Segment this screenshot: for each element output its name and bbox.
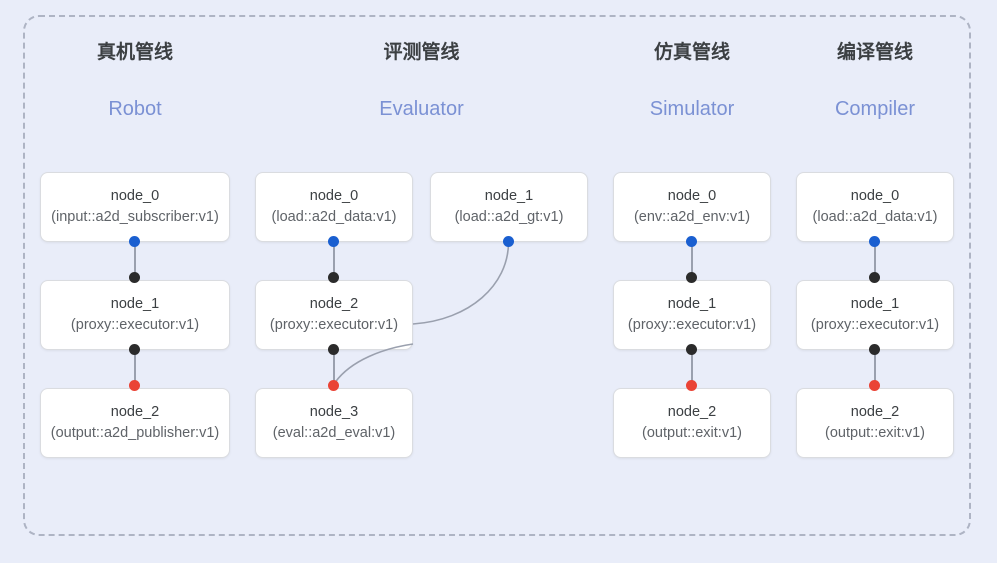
node-spec-label: (output::a2d_publisher:v1) bbox=[50, 425, 220, 441]
node-box[interactable]: node_2(proxy::executor:v1) bbox=[255, 280, 413, 350]
node-spec-label: (output::exit:v1) bbox=[825, 425, 925, 441]
port-dot-blue[interactable] bbox=[503, 236, 514, 247]
node-name-label: node_1 bbox=[484, 188, 534, 204]
port-dot-black[interactable] bbox=[686, 344, 697, 355]
port-dot-blue[interactable] bbox=[328, 236, 339, 247]
column-title-cn: 真机管线 bbox=[96, 42, 173, 63]
node-name-label: node_2 bbox=[309, 296, 359, 312]
node-spec-label: (proxy::executor:v1) bbox=[627, 317, 757, 333]
port-dot-red[interactable] bbox=[328, 380, 339, 391]
column-header-robot: 真机管线 Robot bbox=[40, 40, 230, 122]
node-spec-label: (eval::a2d_eval:v1) bbox=[272, 425, 396, 441]
column-subtitle-en: Evaluator bbox=[379, 98, 464, 120]
node-box[interactable]: node_2(output::exit:v1) bbox=[613, 388, 771, 458]
column-title-cn: 编译管线 bbox=[836, 42, 913, 63]
column-subtitle-en: Simulator bbox=[649, 98, 735, 120]
node-spec-label: (proxy::executor:v1) bbox=[269, 317, 399, 333]
port-dot-black[interactable] bbox=[328, 344, 339, 355]
node-spec-label: (output::exit:v1) bbox=[642, 425, 742, 441]
node-box[interactable]: node_3(eval::a2d_eval:v1) bbox=[255, 388, 413, 458]
column-title-cn: 评测管线 bbox=[383, 42, 460, 63]
port-dot-blue[interactable] bbox=[869, 236, 880, 247]
node-box[interactable]: node_1(proxy::executor:v1) bbox=[40, 280, 230, 350]
column-subtitle-en: Robot bbox=[108, 98, 162, 120]
node-name-label: node_0 bbox=[667, 188, 717, 204]
node-box[interactable]: node_0(load::a2d_data:v1) bbox=[255, 172, 413, 242]
node-name-label: node_1 bbox=[850, 296, 900, 312]
port-dot-red[interactable] bbox=[129, 380, 140, 391]
port-dot-blue[interactable] bbox=[686, 236, 697, 247]
connector-line bbox=[691, 350, 693, 386]
node-spec-label: (proxy::executor:v1) bbox=[810, 317, 940, 333]
node-name-label: node_2 bbox=[850, 404, 900, 420]
port-dot-red[interactable] bbox=[869, 380, 880, 391]
node-spec-label: (load::a2d_data:v1) bbox=[271, 209, 397, 225]
node-box[interactable]: node_0(env::a2d_env:v1) bbox=[613, 172, 771, 242]
node-box[interactable]: node_0(input::a2d_subscriber:v1) bbox=[40, 172, 230, 242]
node-name-label: node_2 bbox=[667, 404, 717, 420]
curve-gt-to-executor bbox=[412, 242, 510, 325]
node-name-label: node_0 bbox=[850, 188, 900, 204]
column-header-simulator: 仿真管线 Simulator bbox=[613, 40, 771, 122]
node-spec-label: (proxy::executor:v1) bbox=[70, 317, 200, 333]
port-dot-black[interactable] bbox=[869, 272, 880, 283]
node-box[interactable]: node_2(output::a2d_publisher:v1) bbox=[40, 388, 230, 458]
port-dot-black[interactable] bbox=[869, 344, 880, 355]
node-box[interactable]: node_2(output::exit:v1) bbox=[796, 388, 954, 458]
node-box[interactable]: node_1(proxy::executor:v1) bbox=[796, 280, 954, 350]
column-header-compiler: 编译管线 Compiler bbox=[796, 40, 954, 122]
column-header-evaluator: 评测管线 Evaluator bbox=[255, 40, 588, 122]
curve-executor-to-eval bbox=[333, 343, 414, 385]
connector-line bbox=[874, 350, 876, 386]
node-name-label: node_3 bbox=[309, 404, 359, 420]
connector-line bbox=[691, 242, 693, 278]
port-dot-black[interactable] bbox=[129, 272, 140, 283]
column-subtitle-en: Compiler bbox=[834, 98, 916, 120]
node-name-label: node_2 bbox=[110, 404, 160, 420]
node-name-label: node_1 bbox=[667, 296, 717, 312]
connector-line bbox=[134, 350, 136, 386]
node-spec-label: (load::a2d_data:v1) bbox=[812, 209, 938, 225]
column-title-cn: 仿真管线 bbox=[653, 42, 730, 63]
node-name-label: node_1 bbox=[110, 296, 160, 312]
node-name-label: node_0 bbox=[110, 188, 160, 204]
node-box[interactable]: node_1(load::a2d_gt:v1) bbox=[430, 172, 588, 242]
node-spec-label: (load::a2d_gt:v1) bbox=[454, 209, 564, 225]
connector-line bbox=[333, 242, 335, 278]
port-dot-black[interactable] bbox=[129, 344, 140, 355]
node-spec-label: (input::a2d_subscriber:v1) bbox=[51, 209, 219, 225]
port-dot-black[interactable] bbox=[686, 272, 697, 283]
node-box[interactable]: node_0(load::a2d_data:v1) bbox=[796, 172, 954, 242]
node-box[interactable]: node_1(proxy::executor:v1) bbox=[613, 280, 771, 350]
connector-line bbox=[134, 242, 136, 278]
node-spec-label: (env::a2d_env:v1) bbox=[633, 209, 751, 225]
node-name-label: node_0 bbox=[309, 188, 359, 204]
port-dot-blue[interactable] bbox=[129, 236, 140, 247]
port-dot-red[interactable] bbox=[686, 380, 697, 391]
port-dot-black[interactable] bbox=[328, 272, 339, 283]
connector-line bbox=[874, 242, 876, 278]
